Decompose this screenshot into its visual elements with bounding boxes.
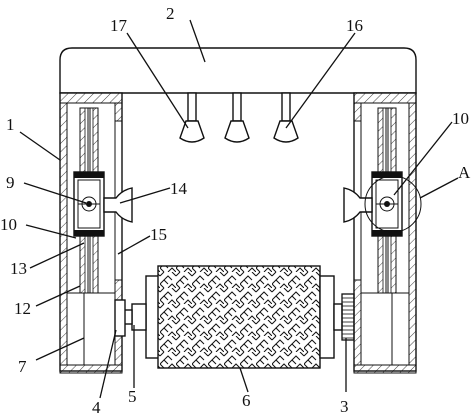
label-4: 4 — [92, 398, 101, 417]
label-15: 15 — [150, 225, 167, 244]
label-10-right: 10 — [452, 109, 469, 128]
part-labels: 2 17 16 1 9 14 10 15 13 12 7 4 5 6 3 10 … — [0, 4, 471, 417]
spray-nozzles — [179, 92, 299, 143]
label-6: 6 — [242, 391, 251, 410]
right-column — [343, 92, 422, 374]
label-10: 10 — [0, 215, 17, 234]
label-13: 13 — [10, 259, 27, 278]
label-17: 17 — [110, 16, 128, 35]
label-16: 16 — [346, 16, 363, 35]
label-3: 3 — [340, 397, 349, 416]
brush-roller — [114, 265, 355, 369]
leader-lines — [19, 19, 459, 399]
label-1: 1 — [6, 115, 15, 134]
label-7: 7 — [18, 357, 27, 376]
label-A: A — [458, 163, 471, 182]
label-2: 2 — [166, 4, 175, 23]
label-12: 12 — [14, 299, 31, 318]
top-beam — [59, 47, 417, 94]
label-9: 9 — [6, 173, 15, 192]
label-14: 14 — [170, 179, 188, 198]
label-5: 5 — [128, 387, 137, 406]
